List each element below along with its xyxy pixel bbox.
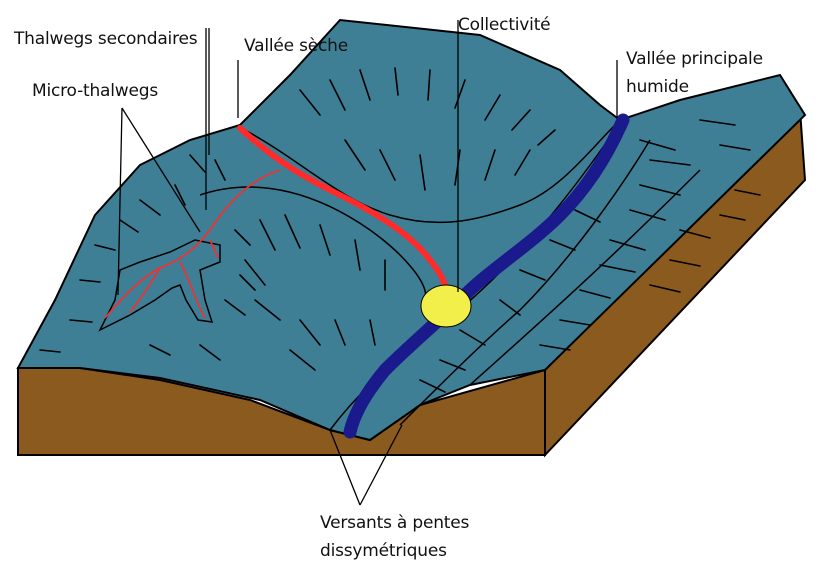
label-vallee-seche: Vallée sèche (244, 35, 348, 57)
label-versants: Versants à pentes (320, 512, 469, 534)
label-micro-thalwegs: Micro-thalwegs (32, 80, 158, 102)
label-collectivite: Collectivité (458, 14, 550, 36)
label-humide: humide (626, 76, 689, 98)
label-thalwegs-secondaires: Thalwegs secondaires (14, 28, 197, 50)
label-vallee-principale: Vallée principale (626, 48, 763, 70)
label-dissymetriques: dissymétriques (320, 540, 447, 562)
settlement-marker (421, 285, 471, 327)
